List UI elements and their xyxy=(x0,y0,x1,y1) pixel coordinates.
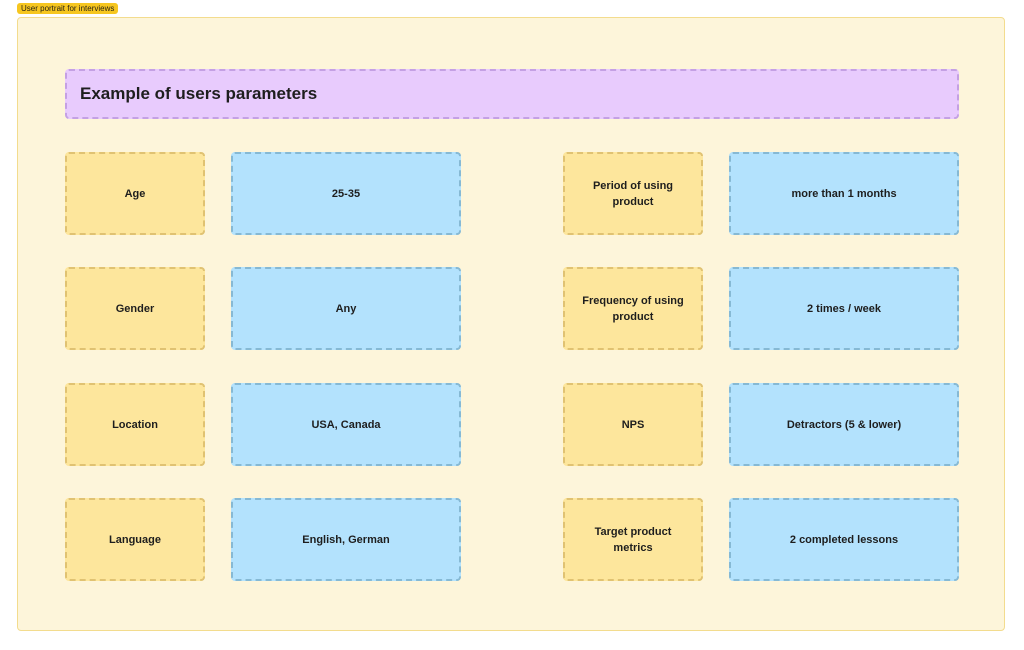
param-value-location[interactable]: USA, Canada xyxy=(231,383,461,466)
param-label-gender[interactable]: Gender xyxy=(65,267,205,350)
param-label-frequency[interactable]: Frequency of using product xyxy=(563,267,703,350)
param-value-age[interactable]: 25-35 xyxy=(231,152,461,235)
param-label-location[interactable]: Location xyxy=(65,383,205,466)
param-label-age[interactable]: Age xyxy=(65,152,205,235)
param-label-language[interactable]: Language xyxy=(65,498,205,581)
param-value-period[interactable]: more than 1 months xyxy=(729,152,959,235)
frame-label[interactable]: User portrait for interviews xyxy=(17,3,119,14)
param-label-target-metrics[interactable]: Target product metrics xyxy=(563,498,703,581)
param-label-period[interactable]: Period of using product xyxy=(563,152,703,235)
param-value-language[interactable]: English, German xyxy=(231,498,461,581)
param-value-frequency[interactable]: 2 times / week xyxy=(729,267,959,350)
param-label-nps[interactable]: NPS xyxy=(563,383,703,466)
parameters-header[interactable]: Example of users parameters xyxy=(65,69,959,119)
parameters-title: Example of users parameters xyxy=(80,84,318,103)
param-value-gender[interactable]: Any xyxy=(231,267,461,350)
param-value-target-metrics[interactable]: 2 completed lessons xyxy=(729,498,959,581)
param-value-nps[interactable]: Detractors (5 & lower) xyxy=(729,383,959,466)
